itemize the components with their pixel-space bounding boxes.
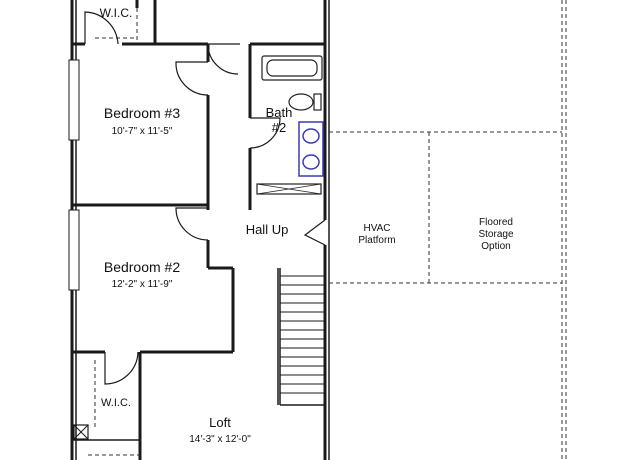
bedroom3-label: Bedroom #3 <box>104 105 180 121</box>
bathtub <box>261 55 323 81</box>
walls <box>68 0 567 460</box>
toilet <box>288 93 314 111</box>
loft-size: 14'-3" x 12'-0" <box>189 434 251 445</box>
doors <box>84 11 326 385</box>
bedroom3-size: 10'-7" x 11'-5" <box>112 126 173 137</box>
storage-label-line3: Option <box>481 241 510 252</box>
bath2-label-line2: #2 <box>272 120 286 135</box>
hvac-label-line1: HVAC <box>363 223 390 234</box>
storage-label-line2: Storage <box>478 229 513 240</box>
stairs <box>277 268 325 406</box>
wic-top-label: W.I.C. <box>100 6 133 20</box>
room-labels: W.I.C. Bedroom #3 10'-7" x 11'-5" Bath #… <box>100 6 514 445</box>
bath-fixtures <box>256 55 324 195</box>
storage-label-line1: Floored <box>479 217 513 228</box>
vanity <box>298 121 324 177</box>
bedroom2-size: 12'-2" x 11'-9" <box>112 279 173 290</box>
loft-label: Loft <box>209 415 231 430</box>
sink-lower <box>302 154 320 170</box>
hvac-label-line2: Platform <box>358 235 395 246</box>
wic-bottom-label: W.I.C. <box>101 397 131 409</box>
bedroom2-label: Bedroom #2 <box>104 259 180 275</box>
sink-upper <box>302 128 320 144</box>
hall-label: Hall Up <box>246 222 289 237</box>
bath2-label-line1: Bath <box>266 105 293 120</box>
